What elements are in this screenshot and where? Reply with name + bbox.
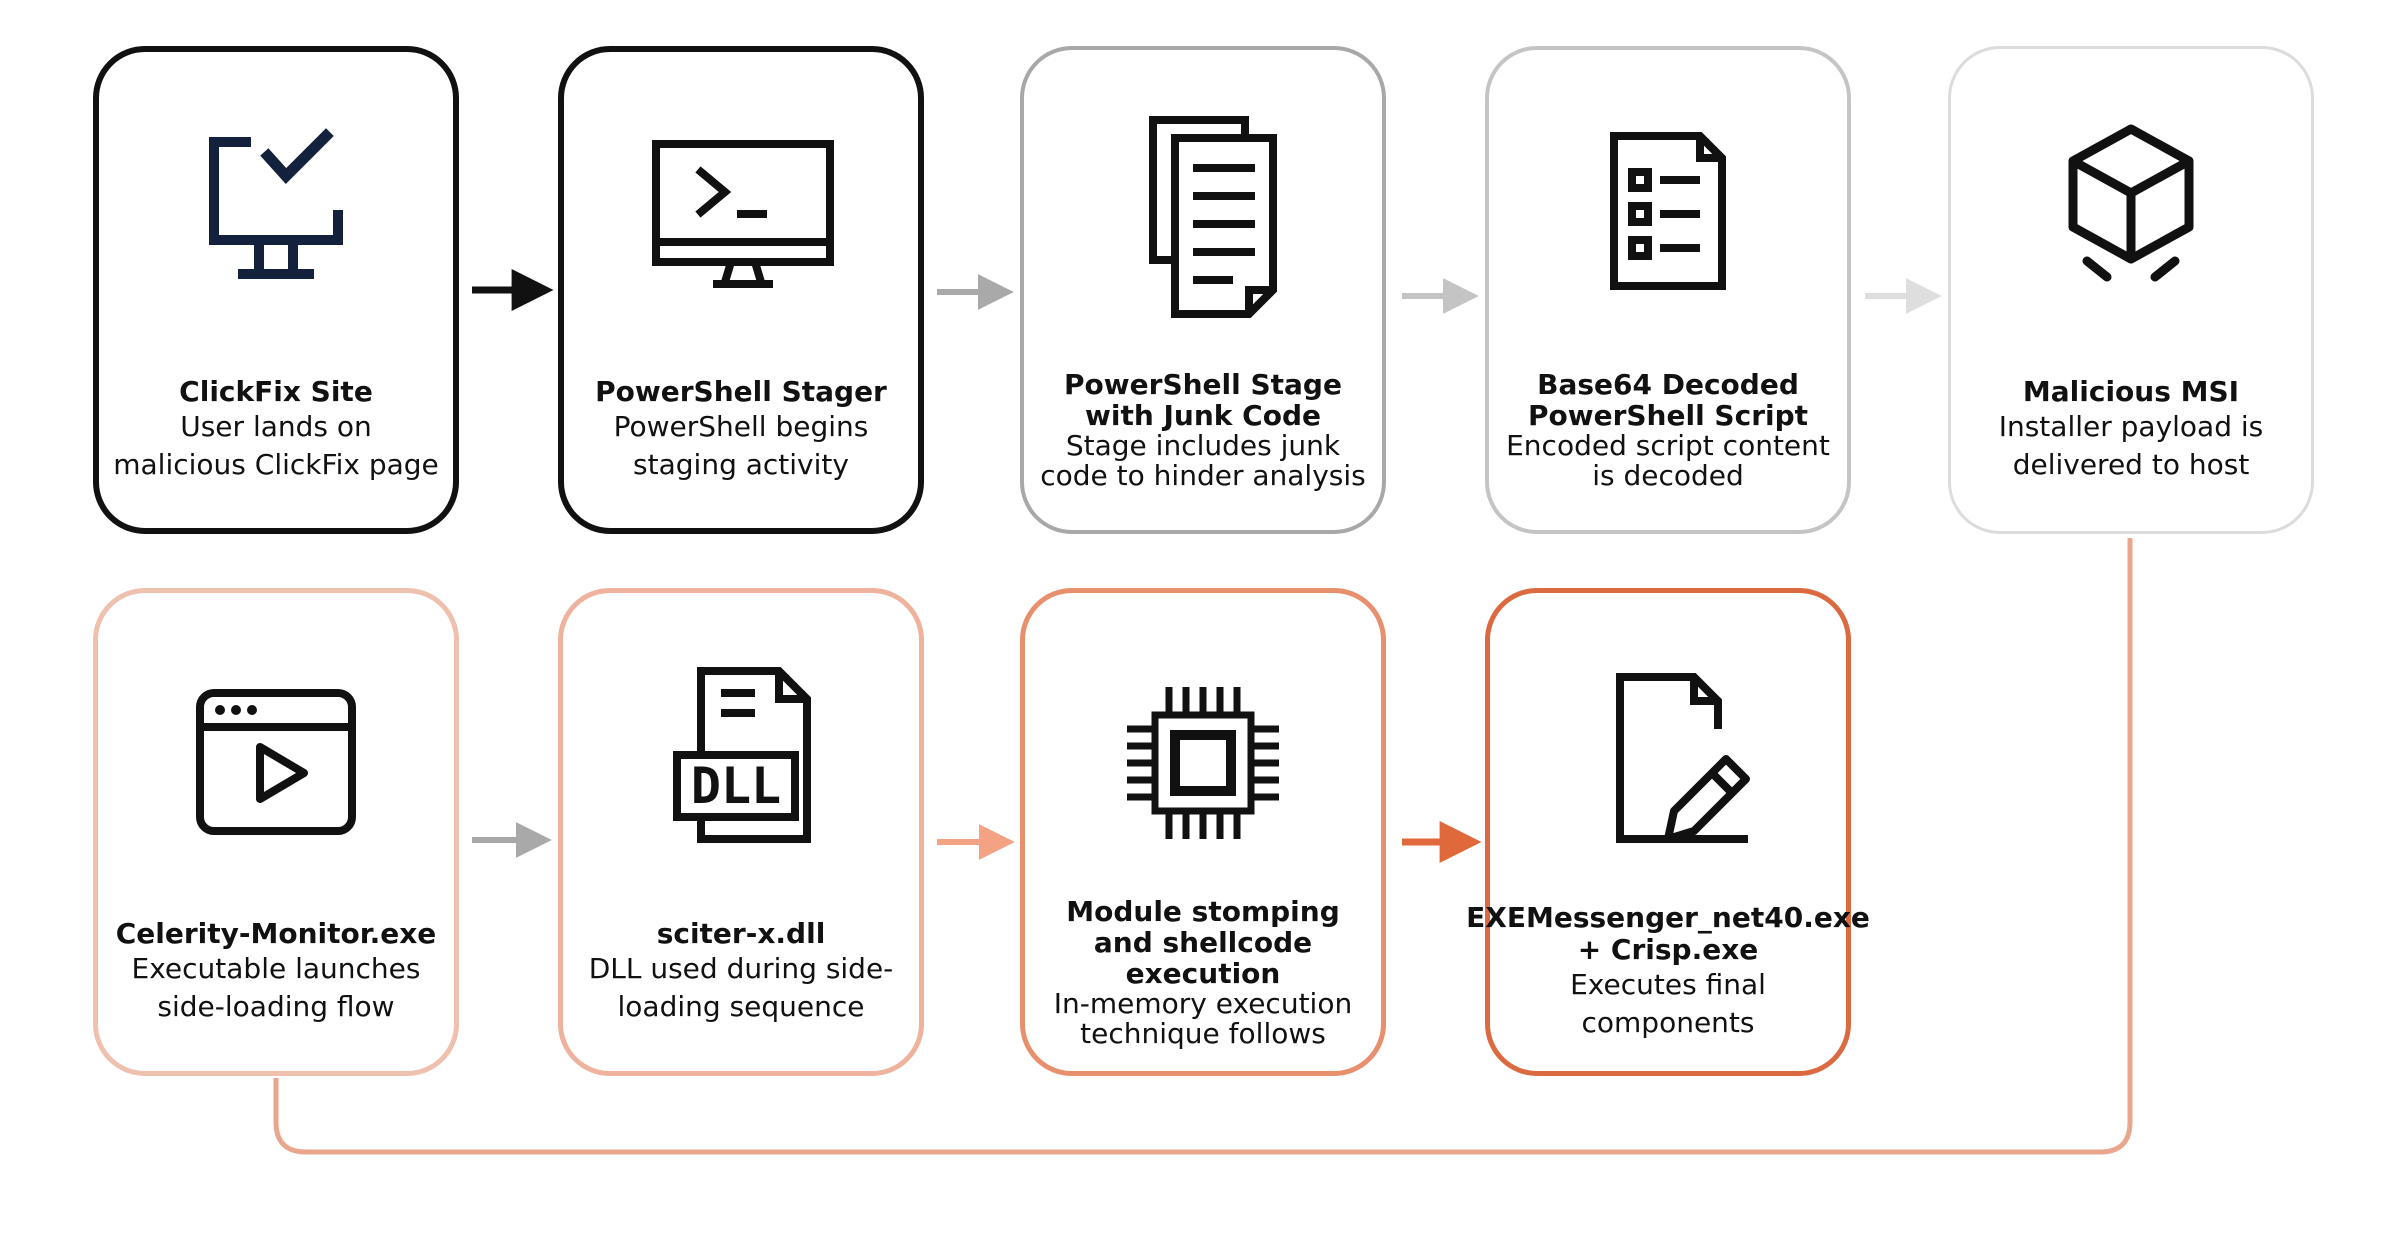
step-description: In-memory execution technique follows [1053,986,1353,1050]
cpu-chip-icon [1025,643,1381,883]
step-description: Executes final components [1570,968,1766,1039]
step-description: Encoded script content is decoded [1506,429,1830,492]
step-description: DLL used during side-loading sequence [588,952,894,1023]
step-title: Celerity-Monitor.exe [115,917,437,950]
step-card-malicious-msi: Malicious MSI Installer payload is deliv… [1948,46,2314,534]
dll-file-icon: DLL [563,643,919,883]
checklist-document-icon [1489,100,1847,340]
step-card-junk-code-stage: PowerShell Stage with Junk Code Stage in… [1020,46,1386,534]
app-window-play-icon [98,643,454,883]
dll-label: DLL [691,757,781,815]
step-card-exemessenger-crisp: EXEMessenger_net40.exe + Crisp.exe Execu… [1466,588,1870,1076]
step-description: Stage includes junk code to hinder analy… [1040,429,1366,492]
step-card-powershell-stager: PowerShell Stager PowerShell begins stag… [558,46,924,534]
step-description: PowerShell begins staging activity [613,410,869,481]
loop-connector [273,538,2133,1155]
step-title: sciter-x.dll [656,917,826,950]
step-description: Installer payload is delivered to host [1998,410,2264,481]
step-title: EXEMessenger_net40.exe + Crisp.exe [1466,901,1870,966]
terminal-monitor-icon [564,102,918,342]
step-card-base64-decoded: Base64 Decoded PowerShell Script Encoded… [1485,46,1851,534]
step-title: PowerShell Stage with Junk Code [1064,368,1342,432]
package-cube-icon [1951,99,2311,339]
monitor-check-icon [99,102,453,342]
step-title: Base64 Decoded PowerShell Script [1527,368,1809,432]
step-description: User lands on malicious ClickFix page [113,410,439,481]
file-edit-icon [1490,643,1846,883]
step-title: Module stomping and shellcode execution [1066,894,1340,990]
step-title: Malicious MSI [2022,375,2240,408]
step-title: PowerShell Stager [595,375,887,408]
documents-icon [1024,100,1382,340]
step-card-module-stomping: Module stomping and shellcode execution … [1020,588,1386,1076]
step-card-clickfix-site: ClickFix Site User lands on malicious Cl… [93,46,459,534]
step-card-celerity-monitor: Celerity-Monitor.exe Executable launches… [93,588,459,1076]
step-title: ClickFix Site [179,375,373,408]
step-description: Executable launches side-loading flow [131,952,421,1023]
step-card-sciter-dll: DLL sciter-x.dll DLL used during side-lo… [558,588,924,1076]
